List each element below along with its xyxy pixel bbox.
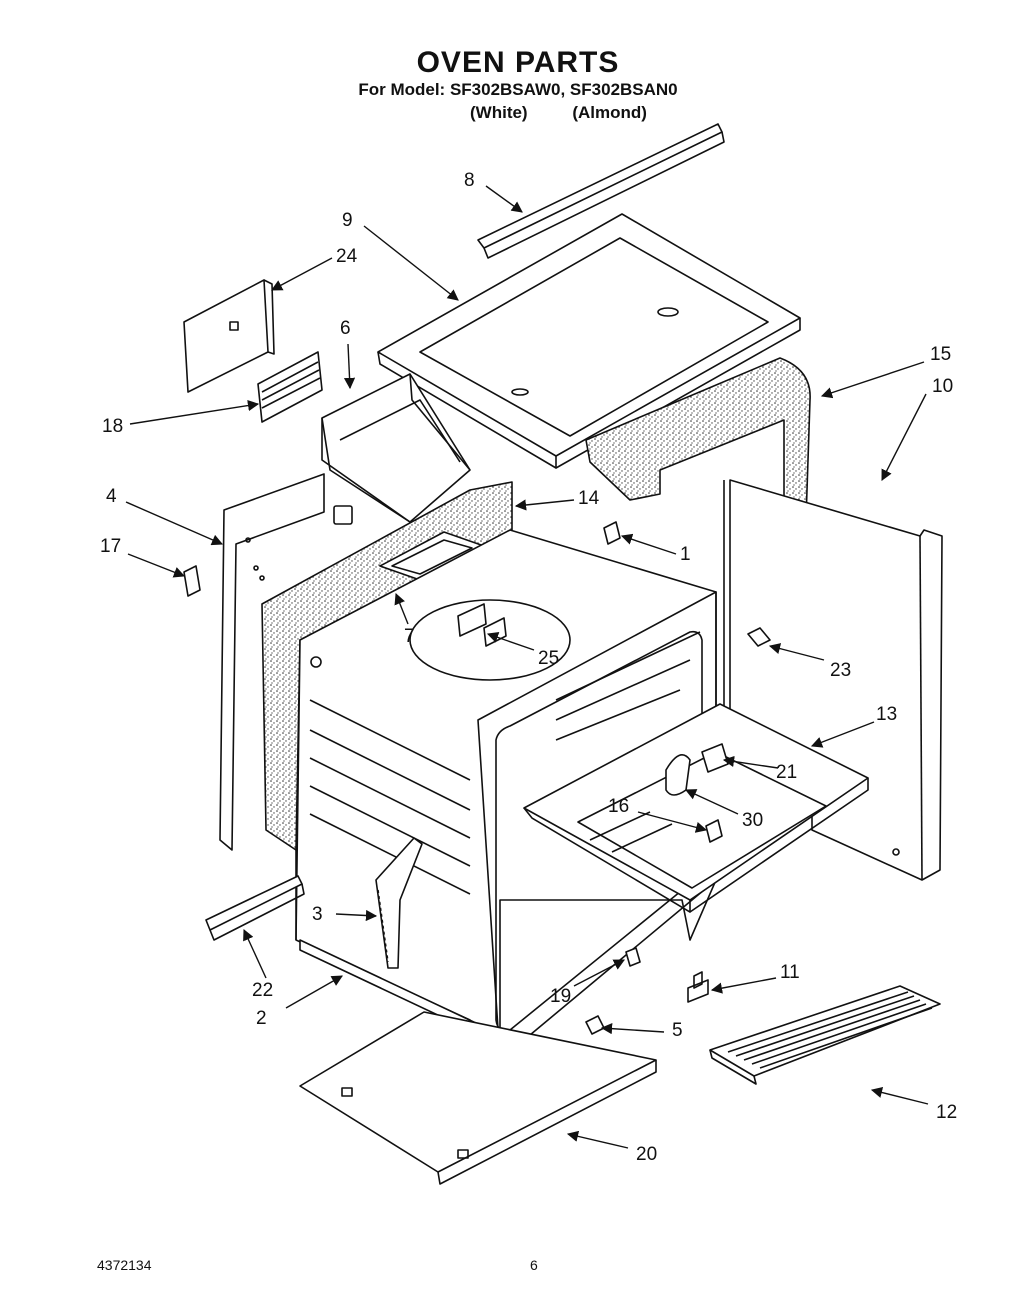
callout-2: 2 [256,1008,267,1029]
model-line: For Model: SF302BSAW0, SF302BSAN0 [358,80,678,99]
part-5-screw [585,1015,605,1035]
part-12-oven-rack [709,985,941,1085]
part-9-oven-top-frame [377,213,801,469]
callout-10: 10 [932,376,953,397]
part-24-bracket [183,279,275,393]
callout-1: 1 [680,544,691,565]
part-23-screw [747,627,771,647]
part-13-oven-bottom [523,703,869,913]
leader-arrows [125,185,929,1149]
callout-23: 23 [830,660,851,681]
part-17-clip [183,565,201,597]
callout-5: 5 [672,1020,683,1041]
callout-24: 24 [336,246,358,267]
callout-13: 13 [876,704,897,725]
callout-19: 19 [550,986,571,1007]
callout-4: 4 [106,486,117,507]
callout-14: 14 [578,488,600,509]
part-19-clip [625,947,641,967]
part-16-clip [705,819,723,843]
callout-15: 15 [930,344,951,365]
part-18-vent-grille [257,351,323,423]
callout-12: 12 [936,1102,957,1123]
callout-25: 25 [538,648,559,669]
callout-30: 30 [742,810,763,831]
page-number: 6 [530,1257,538,1273]
callout-18: 18 [102,416,123,437]
callout-8: 8 [464,170,475,191]
color-variants: (White) (Almond) [470,103,647,123]
part-22-lower-rail [205,875,305,941]
callout-20: 20 [636,1144,657,1165]
part-20-kick-plate [299,1011,657,1185]
part-1-clip [603,521,621,545]
callout-3: 3 [312,904,323,925]
document-number: 4372134 [97,1257,152,1273]
callout-17: 17 [100,536,121,557]
part-15-top-insulation [585,357,811,521]
callout-22: 22 [252,980,273,1001]
callout-6: 6 [340,318,351,339]
part-8-top-trim-strip [477,123,725,259]
callout-21: 21 [776,762,797,783]
part-11-leveling-leg [687,971,709,1003]
callout-11: 11 [780,962,800,983]
color-almond-label: (Almond) [572,103,647,122]
callout-16: 16 [608,796,629,817]
callout-labels: 8 9 24 6 15 10 18 4 14 17 1 7 25 23 13 2… [100,170,957,1165]
part-4-left-side-panel [219,473,353,851]
part-6-vent-duct [321,373,471,523]
page-title: OVEN PARTS [416,46,620,79]
part-3-hinge-spring [375,837,423,969]
callout-7: 7 [404,626,415,647]
color-white-label: (White) [470,103,528,122]
callout-9: 9 [342,210,353,231]
